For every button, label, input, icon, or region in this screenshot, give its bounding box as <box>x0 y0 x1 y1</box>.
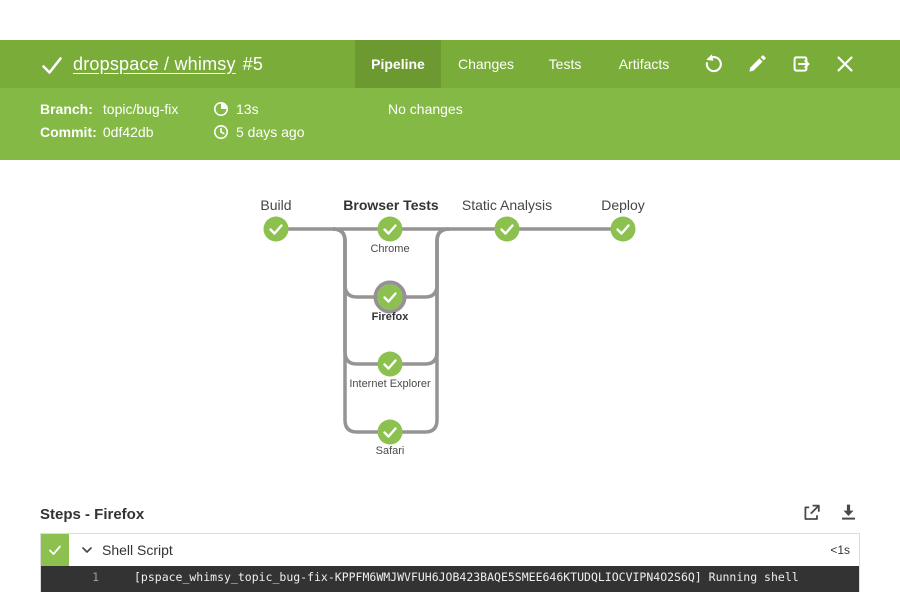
run-number: #5 <box>242 53 264 74</box>
commit-info: Commit: 0df42db <box>40 124 213 140</box>
node-build[interactable] <box>263 216 289 242</box>
run-info-bar: Branch: topic/bug-fix 13s No changes Com… <box>0 88 900 160</box>
download-log-icon[interactable] <box>838 502 859 523</box>
branch-value: topic/bug-fix <box>102 101 179 117</box>
node-static-analysis[interactable] <box>494 216 520 242</box>
time-info: 5 days ago <box>213 124 388 140</box>
branch-label-internet-explorer[interactable]: Internet Explorer <box>349 378 431 390</box>
pipeline-connectors <box>276 227 623 434</box>
node-safari[interactable] <box>377 419 403 445</box>
stage-label-static-analysis[interactable]: Static Analysis <box>461 197 553 213</box>
tab-tests[interactable]: Tests <box>548 56 582 72</box>
step-success-check-icon <box>49 545 61 555</box>
branch-label-safari[interactable]: Safari <box>375 445 405 457</box>
rerun-icon[interactable] <box>701 52 725 76</box>
duration-icon <box>214 102 228 116</box>
go-to-classic-icon[interactable] <box>789 52 813 76</box>
step-row-shell-script[interactable]: Shell Script <1s <box>41 534 859 566</box>
commit-value: 0df42db <box>102 124 154 140</box>
steps-heading: Steps - Firefox <box>40 506 145 523</box>
run-header: dropspace / whimsy #5 Pipeline Changes T… <box>0 40 900 88</box>
node-chrome[interactable] <box>377 216 403 242</box>
time-ago-value: 5 days ago <box>236 124 305 140</box>
commit-label: Commit: <box>40 124 97 140</box>
run-title: dropspace / whimsy #5 <box>73 40 263 88</box>
clock-icon <box>214 125 228 139</box>
stage-label-build[interactable]: Build <box>260 197 292 213</box>
pipeline-name-link[interactable]: dropspace / whimsy <box>73 53 236 74</box>
branch-label-firefox[interactable]: Firefox <box>371 311 409 323</box>
tab-artifacts[interactable]: Artifacts <box>618 56 670 72</box>
step-list: Shell Script <1s 1 [pspace_whimsy_topic_… <box>40 533 860 592</box>
step-duration: <1s <box>830 543 850 557</box>
steps-actions <box>801 502 859 523</box>
tab-pipeline[interactable]: Pipeline <box>355 40 441 88</box>
duration-value: 13s <box>236 101 259 117</box>
success-check-icon <box>42 57 62 74</box>
stage-label-browser-tests[interactable]: Browser Tests <box>343 197 439 213</box>
node-internet-explorer[interactable] <box>377 351 403 377</box>
step-label: Shell Script <box>102 542 173 558</box>
console-line-number[interactable]: 1 <box>92 570 99 584</box>
step-status-success <box>41 534 69 566</box>
run-tabs: Pipeline Changes Tests Artifacts <box>355 40 689 88</box>
node-firefox-selected[interactable] <box>373 280 407 314</box>
duration-info: 13s <box>213 101 388 117</box>
console-output: 1 [pspace_whimsy_topic_bug-fix-KPPFM6WMJ… <box>41 566 859 592</box>
edit-icon[interactable] <box>745 52 769 76</box>
branch-label: Branch: <box>40 101 93 117</box>
close-icon[interactable] <box>833 52 857 76</box>
branch-info: Branch: topic/bug-fix <box>40 101 213 117</box>
console-line-text: [pspace_whimsy_topic_bug-fix-KPPFM6WMJWV… <box>134 570 799 584</box>
node-deploy[interactable] <box>610 216 636 242</box>
header-actions <box>701 40 857 88</box>
changes-summary: No changes <box>388 101 463 117</box>
tab-changes[interactable]: Changes <box>457 56 515 72</box>
chevron-down-icon[interactable] <box>79 542 95 558</box>
open-console-external-icon[interactable] <box>801 502 822 523</box>
stage-label-deploy[interactable]: Deploy <box>601 197 645 213</box>
branch-label-chrome[interactable]: Chrome <box>370 243 410 255</box>
